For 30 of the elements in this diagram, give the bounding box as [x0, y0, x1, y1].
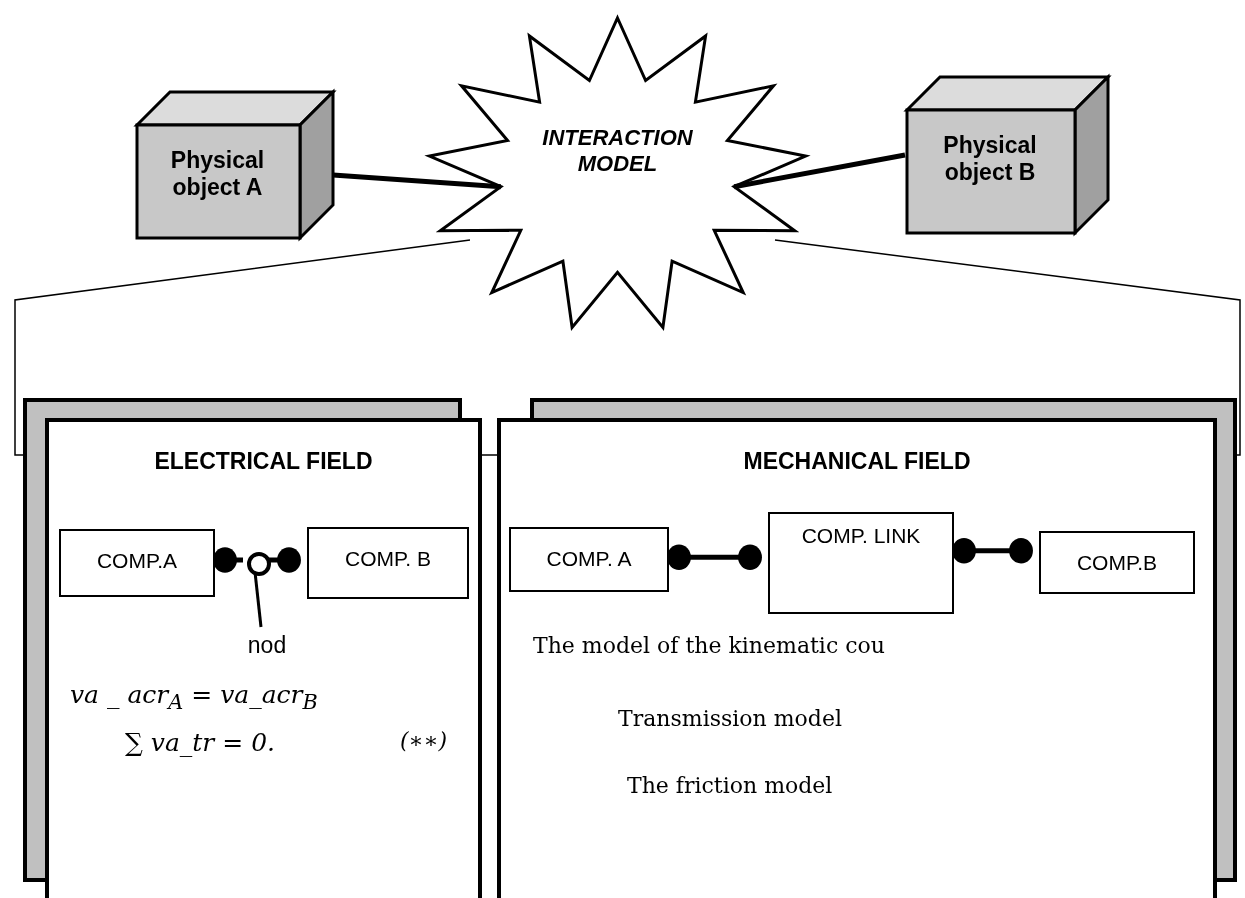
dot-connector [952, 538, 1033, 564]
cube-label: Physical object B [942, 132, 1038, 186]
component-box [59, 529, 215, 597]
node-label: nod [240, 629, 294, 661]
component-box [1039, 531, 1195, 594]
equation-number: (∗∗) [400, 728, 448, 753]
dot-connector [213, 547, 243, 573]
component-box [509, 527, 669, 592]
equation-text: ∑ va_tr = 0. [125, 728, 275, 757]
list-item-text: The friction model [627, 773, 833, 798]
dot-connector [667, 544, 762, 570]
list-item-text: Transmission model [618, 706, 842, 731]
component-label: COMP. LINK [800, 524, 922, 548]
panel-title: ELECTRICAL FIELD [153, 448, 374, 475]
starburst-label: INTERACTION MODEL [541, 125, 694, 177]
field-panel [497, 418, 1217, 898]
component-label: COMP.A [95, 549, 179, 573]
equation-text: va _ acr$_{A}$ = va_acr$_{B}$ [70, 680, 318, 714]
component-box [768, 512, 954, 614]
dot-connector [267, 547, 301, 573]
leader-line [253, 571, 263, 628]
component-label: COMP.B [1075, 551, 1159, 575]
field-panel [45, 418, 482, 898]
component-label: COMP. A [545, 547, 633, 571]
component-label: COMP. B [344, 547, 432, 571]
component-box [307, 527, 469, 599]
panel-title: MECHANICAL FIELD [742, 448, 972, 475]
list-item-text: The model of the kinematic cou [533, 633, 885, 658]
node-circle [247, 552, 271, 576]
cube-label: Physical object A [169, 147, 266, 201]
